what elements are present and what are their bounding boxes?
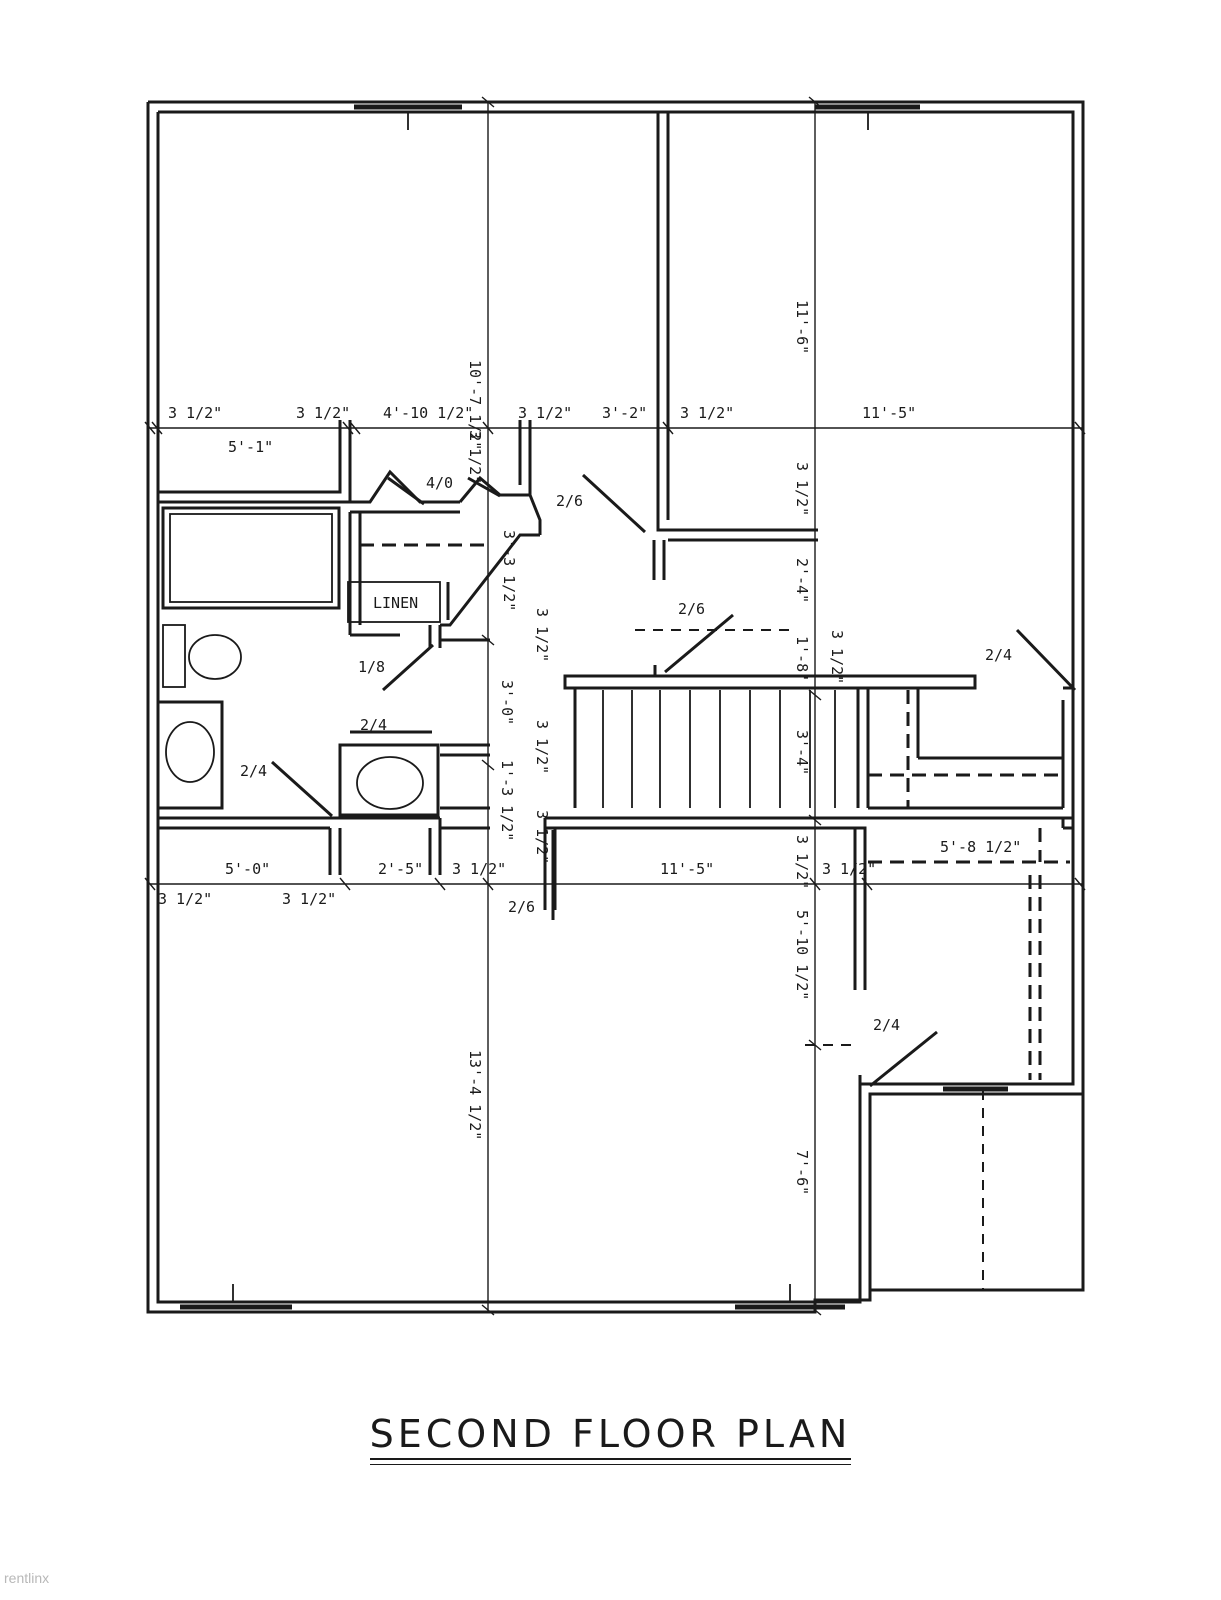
dimension-label: 2'-4" — [793, 558, 811, 603]
dimension-label: 5'-10 1/2" — [793, 910, 811, 1000]
door-swings — [270, 473, 1077, 1088]
dimension-label: 3 1/2" — [533, 720, 551, 774]
dimension-label: 5'-8 1/2" — [940, 838, 1021, 856]
dimension-label: 11'-5" — [862, 404, 916, 422]
title-block: SECOND FLOOR PLAN — [0, 1412, 1221, 1465]
dimension-label: 3 1/2" — [533, 608, 551, 662]
dimension-label: 3 1/2" — [828, 630, 846, 684]
dimension-label: 4'-10 1/2" — [383, 404, 473, 422]
door-label: 2/4 — [240, 762, 267, 780]
dimension-label: 3 1/2" — [533, 810, 551, 864]
door-label: 1/8 — [358, 658, 385, 676]
dimension-label: 3'-4" — [793, 730, 811, 775]
plan-labels: LINEN 3 1/2" 3 1/2" 4'-10 1/2" 3 1/2" 3'… — [158, 300, 1021, 1195]
door-label: 2/6 — [678, 600, 705, 618]
dimension-label: 3 1/2" — [518, 404, 572, 422]
dimension-label: 3 1/2" — [158, 890, 212, 908]
dimension-label: 3'-2" — [602, 404, 647, 422]
door-label: 2/4 — [985, 646, 1012, 664]
dimension-label: 2'-5" — [378, 860, 423, 878]
watermark: rentlinx — [4, 1570, 50, 1586]
dimension-label: 11'-5" — [660, 860, 714, 878]
interior-walls — [158, 112, 1075, 1086]
dimension-label: 1'-8" — [793, 636, 811, 681]
dimension-label: 3 1/2" — [793, 462, 811, 516]
plan-title: SECOND FLOOR PLAN — [369, 1412, 852, 1465]
door-label: 2/4 — [360, 716, 387, 734]
dimension-label: 13'-4 1/2" — [466, 1050, 484, 1140]
door-label: 2/4 — [873, 1016, 900, 1034]
dimension-label: 3 1/2" — [282, 890, 336, 908]
dimension-label: 3'-3 1/2" — [500, 530, 518, 611]
dimension-label: 3 1/2" — [452, 860, 506, 878]
dimension-label: 5'-0" — [225, 860, 270, 878]
dimension-label: 3 1/2" — [793, 835, 811, 889]
linen-label: LINEN — [373, 594, 418, 612]
dimension-label: 5'-1" — [228, 438, 273, 456]
door-label: 4/0 — [426, 474, 453, 492]
dimension-label: 3 1/2" — [680, 404, 734, 422]
dimension-label: 7'-6" — [793, 1150, 811, 1195]
windows — [180, 104, 1008, 1310]
door-label: 2/6 — [556, 492, 583, 510]
dimension-label: 3 1/2" — [296, 404, 350, 422]
dimension-label: 3 1/2" — [822, 860, 876, 878]
dimension-label: 3'-0" — [498, 680, 516, 725]
dimension-label: 11'-6" — [793, 300, 811, 354]
dimension-label: 1'-3 1/2" — [498, 760, 516, 841]
stair-treads — [602, 690, 836, 808]
dimension-lines — [144, 96, 1086, 1316]
exterior-walls — [146, 100, 1085, 1314]
dimension-label: 3 1/2" — [168, 404, 222, 422]
door-label: 2/6 — [508, 898, 535, 916]
dimension-label: 3 1/2" — [466, 430, 484, 484]
dimension-label: 10'-7 1/2" — [466, 360, 484, 450]
hidden-lines — [360, 543, 1070, 1290]
